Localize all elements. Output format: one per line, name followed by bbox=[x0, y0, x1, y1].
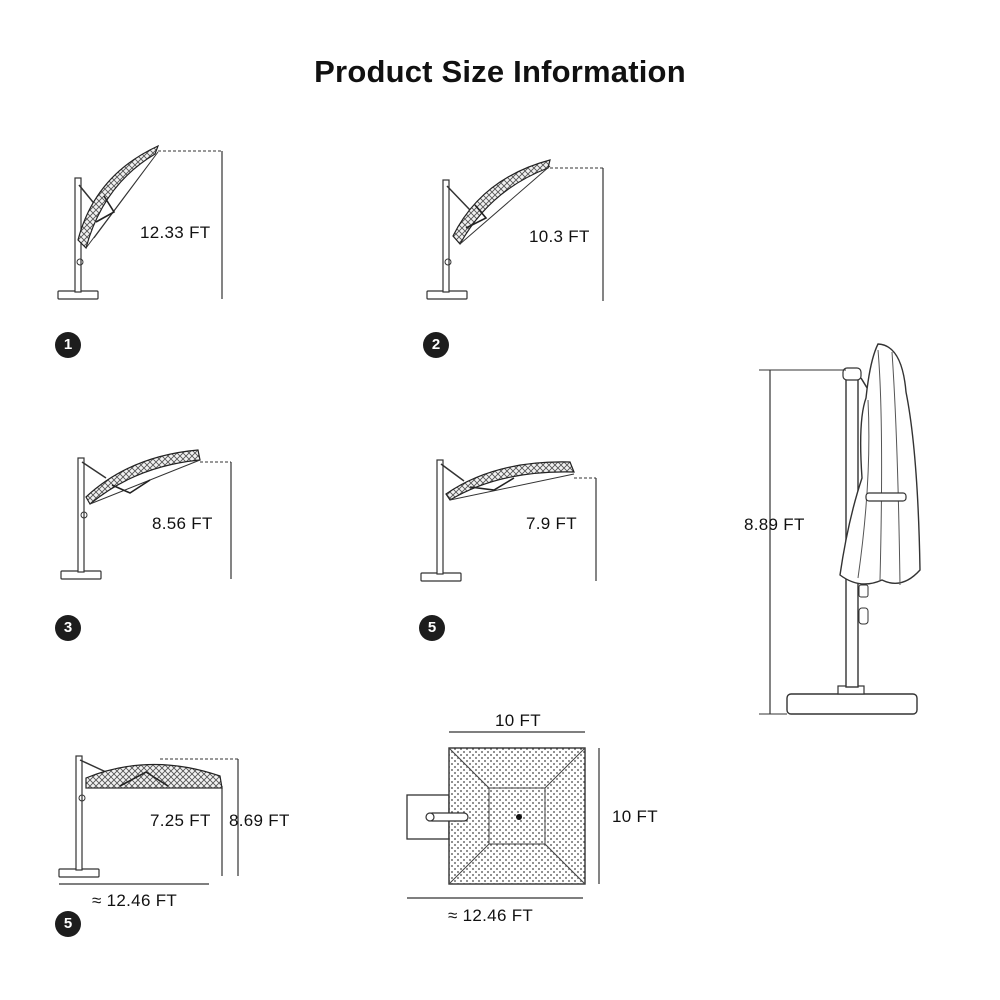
umbrella-figure-5 bbox=[58, 755, 223, 878]
dimensions-5 bbox=[59, 758, 239, 885]
total-height-label-5: 8.69 FT bbox=[229, 811, 290, 830]
width-label-5: ≈ 12.46 FT bbox=[92, 891, 178, 910]
closed-umbrella-figure bbox=[786, 343, 921, 715]
height-dimension-2 bbox=[550, 167, 604, 301]
height-label-5: 7.25 FT bbox=[150, 811, 211, 830]
step-badge-3: 3 bbox=[55, 615, 81, 641]
page-title: Product Size Information bbox=[314, 54, 686, 89]
height-label-2: 10.3 FT bbox=[529, 227, 590, 246]
height-dimension-4 bbox=[574, 477, 597, 581]
umbrella-figure-3 bbox=[60, 449, 201, 580]
step-badge-2: 2 bbox=[423, 332, 449, 358]
height-label-3: 8.56 FT bbox=[152, 514, 213, 533]
height-dimension-closed bbox=[759, 369, 846, 715]
height-dimension-1 bbox=[158, 150, 223, 299]
height-dimension-3 bbox=[200, 461, 232, 579]
closed-height-label: 8.89 FT bbox=[744, 515, 805, 534]
top-view-top-label: 10 FT bbox=[495, 711, 541, 730]
height-label-4: 7.9 FT bbox=[526, 514, 577, 533]
umbrella-figure-1 bbox=[57, 144, 160, 300]
step-badge-4: 5 bbox=[419, 615, 445, 641]
umbrella-figure-2 bbox=[426, 159, 551, 300]
top-view-bottom-label: ≈ 12.46 FT bbox=[448, 906, 534, 925]
step-badge-1: 1 bbox=[55, 332, 81, 358]
height-label-1: 12.33 FT bbox=[140, 223, 211, 242]
umbrella-figure-4 bbox=[420, 459, 575, 582]
step-badge-5: 5 bbox=[55, 911, 81, 937]
top-view-figure bbox=[406, 747, 586, 885]
top-view-dimensions bbox=[407, 731, 600, 899]
top-view-side-label: 10 FT bbox=[612, 807, 658, 826]
